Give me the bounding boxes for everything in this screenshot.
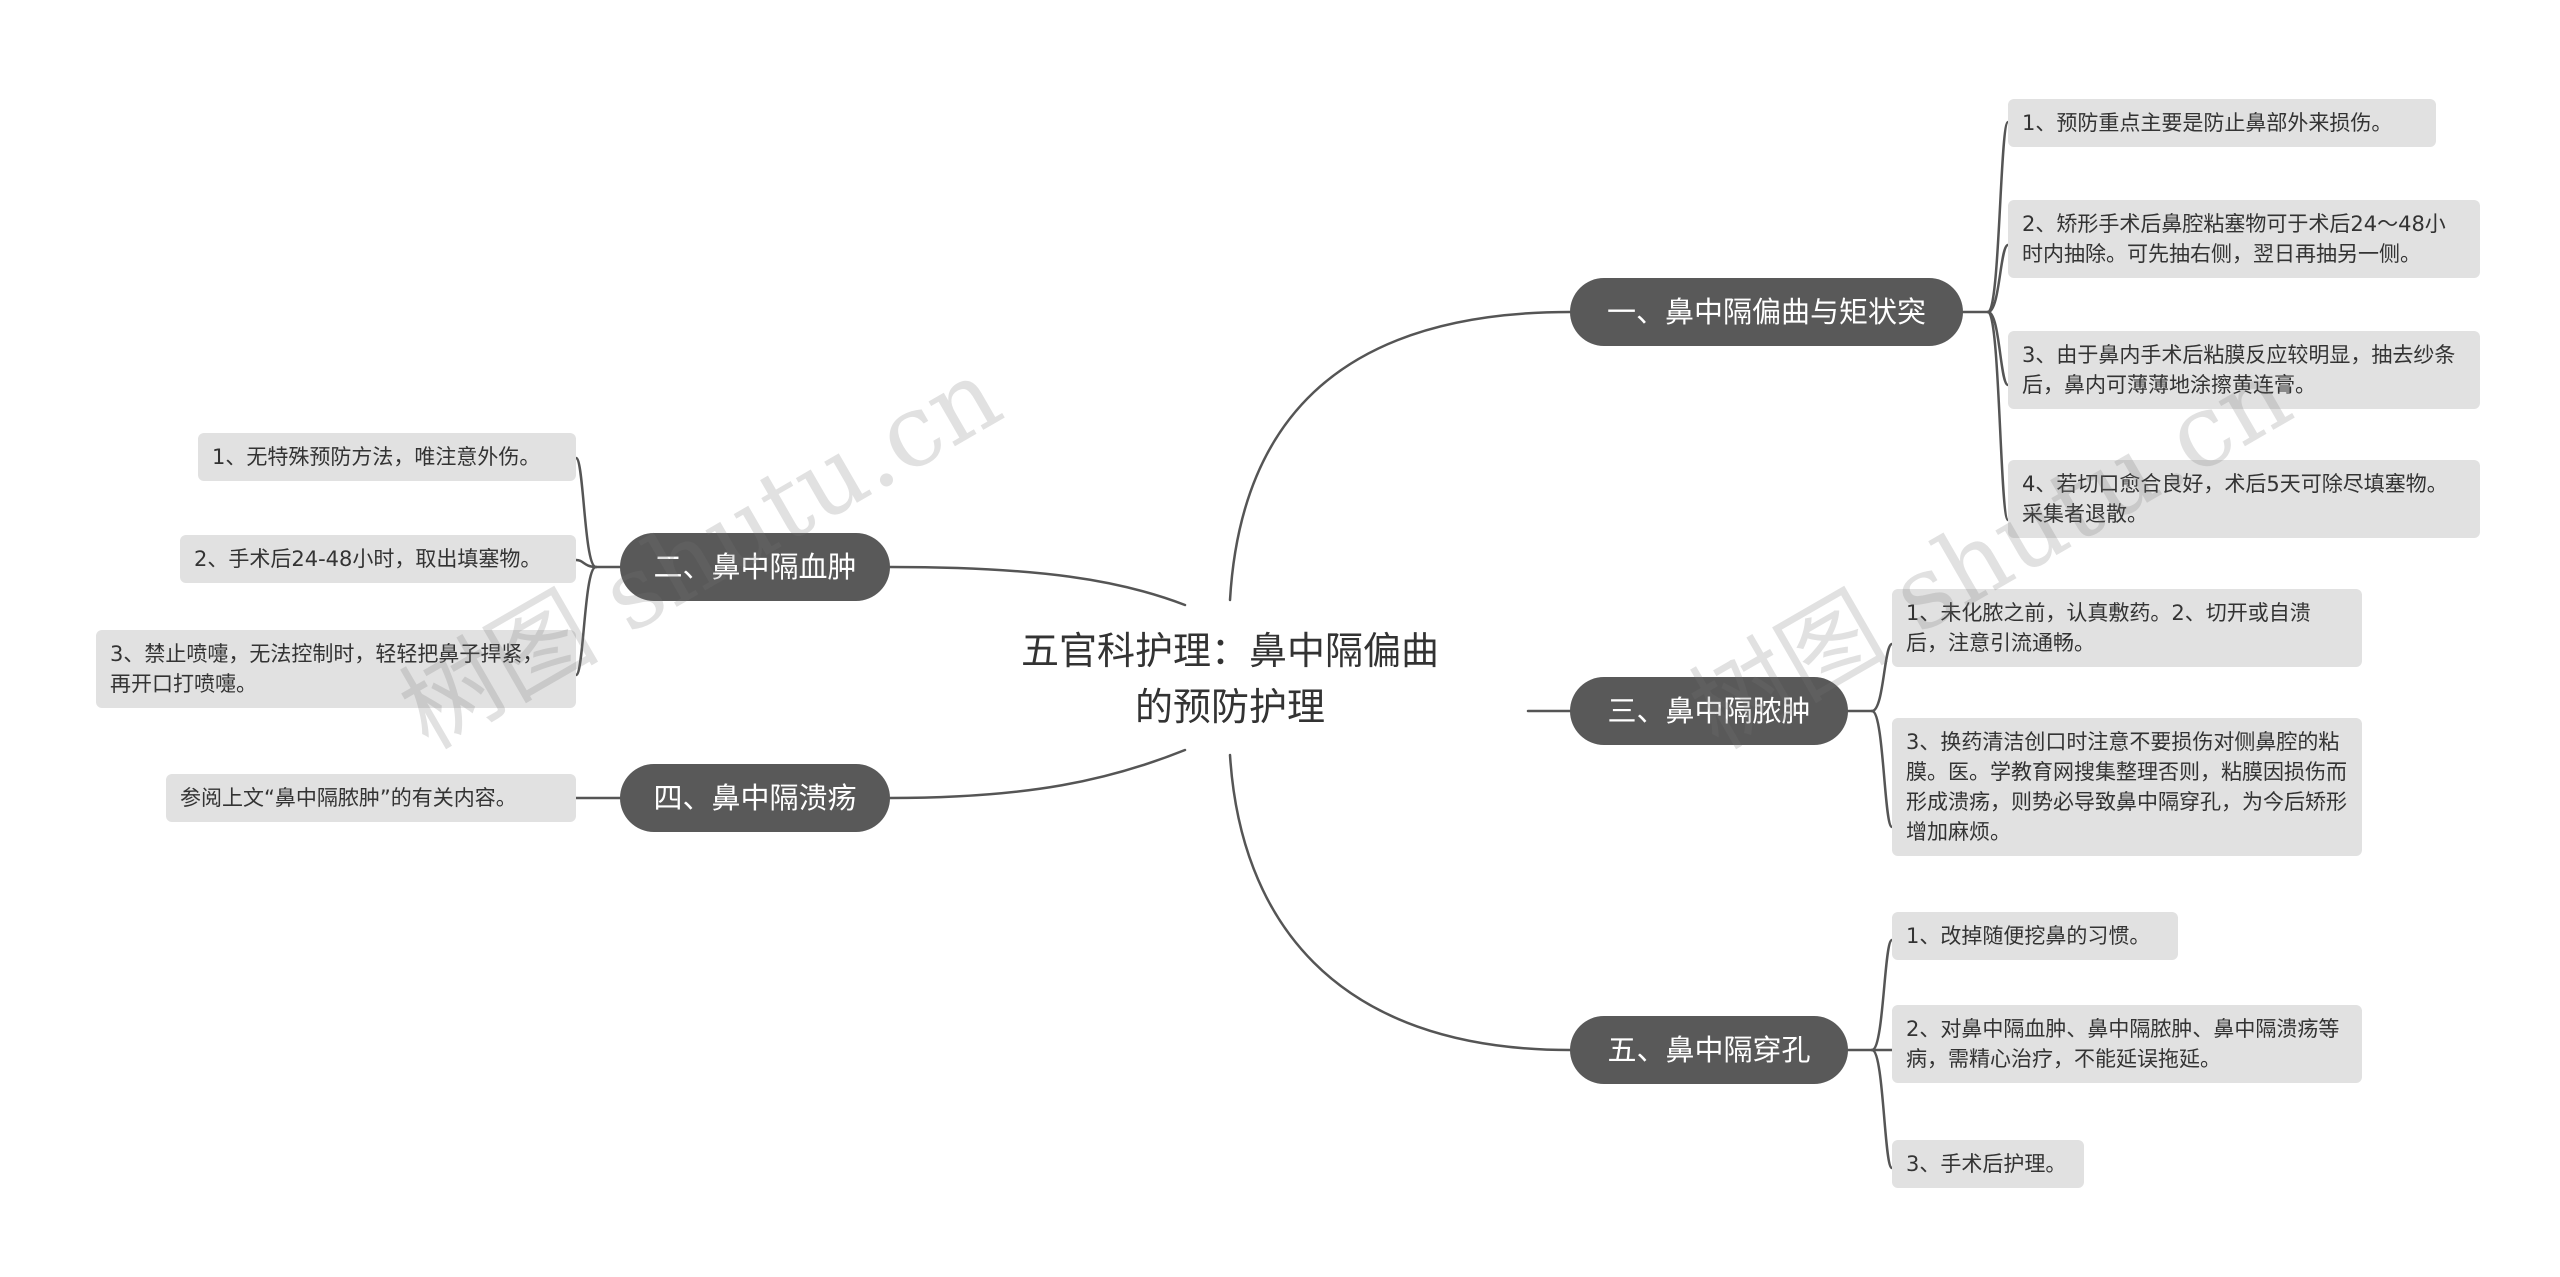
leaf-text: 2、矫形手术后鼻腔粘塞物可于术后24～48小时内抽除。可先抽右侧，翌日再抽另一侧… — [2022, 212, 2446, 266]
leaf-text: 1、预防重点主要是防止鼻部外来损伤。 — [2022, 111, 2393, 135]
leaf-text: 1、改掉随便挖鼻的习惯。 — [1906, 924, 2151, 948]
leaf-text: 参阅上文“鼻中隔脓肿”的有关内容。 — [180, 786, 517, 810]
root-title-line1: 五官科护理：鼻中隔偏曲 — [1020, 629, 1439, 673]
branch-abscess[interactable]: 三、鼻中隔脓肿 — [1570, 677, 1848, 745]
leaf-text: 3、换药清洁创口时注意不要损伤对侧鼻腔的粘膜。医。学教育网搜集整理否则，粘膜因损… — [1906, 730, 2347, 844]
leaf-branch1-item4[interactable]: 4、若切口愈合良好，术后5天可除尽填塞物。采集者退散。 — [2008, 460, 2480, 538]
branch-label: 二、鼻中隔血肿 — [653, 550, 857, 584]
leaf-branch3-item1[interactable]: 1、未化脓之前，认真敷药。2、切开或自溃后，注意引流通畅。 — [1892, 589, 2362, 667]
leaf-text: 2、手术后24-48小时，取出填塞物。 — [194, 547, 542, 571]
connector-root-branch-2 — [888, 565, 1187, 607]
leaf-text: 3、手术后护理。 — [1906, 1152, 2067, 1176]
branch-ulcer[interactable]: 四、鼻中隔溃疡 — [620, 764, 890, 832]
branch-hematoma[interactable]: 二、鼻中隔血肿 — [620, 533, 890, 601]
branch-label: 四、鼻中隔溃疡 — [653, 781, 857, 815]
leaf-branch5-item1[interactable]: 1、改掉随便挖鼻的习惯。 — [1892, 912, 2178, 960]
leaf-branch4-item1[interactable]: 参阅上文“鼻中隔脓肿”的有关内容。 — [166, 774, 576, 822]
root-topic[interactable]: 五官科护理：鼻中隔偏曲 的预防护理 — [1000, 623, 1460, 735]
leaf-text: 2、对鼻中隔血肿、鼻中隔脓肿、鼻中隔溃疡等病，需精心治疗，不能延误拖延。 — [1906, 1017, 2340, 1071]
leaf-branch1-item3[interactable]: 3、由于鼻内手术后粘膜反应较明显，抽去纱条后，鼻内可薄薄地涂擦黄连膏。 — [2008, 331, 2480, 409]
leaf-text: 3、禁止喷嚏，无法控制时，轻轻把鼻子捍紧，再开口打喷嚏。 — [110, 642, 544, 696]
connector-root-branch-1 — [1228, 310, 1572, 602]
branch-deviation-spur[interactable]: 一、鼻中隔偏曲与矩状突 — [1570, 278, 1963, 346]
leaf-branch5-item3[interactable]: 3、手术后护理。 — [1892, 1140, 2084, 1188]
connector-root-branch-4 — [888, 748, 1187, 800]
connector-root-branch-5 — [1228, 753, 1572, 1052]
branch-label: 三、鼻中隔脓肿 — [1607, 694, 1811, 728]
leaf-branch2-item3[interactable]: 3、禁止喷嚏，无法控制时，轻轻把鼻子捍紧，再开口打喷嚏。 — [96, 630, 576, 708]
branch-perforation[interactable]: 五、鼻中隔穿孔 — [1570, 1016, 1848, 1084]
leaf-branch2-item1[interactable]: 1、无特殊预防方法，唯注意外伤。 — [198, 433, 576, 481]
leaf-branch1-item2[interactable]: 2、矫形手术后鼻腔粘塞物可于术后24～48小时内抽除。可先抽右侧，翌日再抽另一侧… — [2008, 200, 2480, 278]
leaf-branch3-item2[interactable]: 3、换药清洁创口时注意不要损伤对侧鼻腔的粘膜。医。学教育网搜集整理否则，粘膜因损… — [1892, 718, 2362, 856]
branch-label: 五、鼻中隔穿孔 — [1607, 1033, 1811, 1067]
leaf-text: 1、未化脓之前，认真敷药。2、切开或自溃后，注意引流通畅。 — [1906, 601, 2311, 655]
leaf-text: 4、若切口愈合良好，术后5天可除尽填塞物。采集者退散。 — [2022, 472, 2448, 526]
branch-label: 一、鼻中隔偏曲与矩状突 — [1606, 295, 1926, 329]
leaf-branch5-item2[interactable]: 2、对鼻中隔血肿、鼻中隔脓肿、鼻中隔溃疡等病，需精心治疗，不能延误拖延。 — [1892, 1005, 2362, 1083]
leaf-text: 1、无特殊预防方法，唯注意外伤。 — [212, 445, 541, 469]
leaf-branch1-item1[interactable]: 1、预防重点主要是防止鼻部外来损伤。 — [2008, 99, 2436, 147]
leaf-branch2-item2[interactable]: 2、手术后24-48小时，取出填塞物。 — [180, 535, 576, 583]
leaf-text: 3、由于鼻内手术后粘膜反应较明显，抽去纱条后，鼻内可薄薄地涂擦黄连膏。 — [2022, 343, 2456, 397]
root-title-line2: 的预防护理 — [1134, 685, 1325, 729]
